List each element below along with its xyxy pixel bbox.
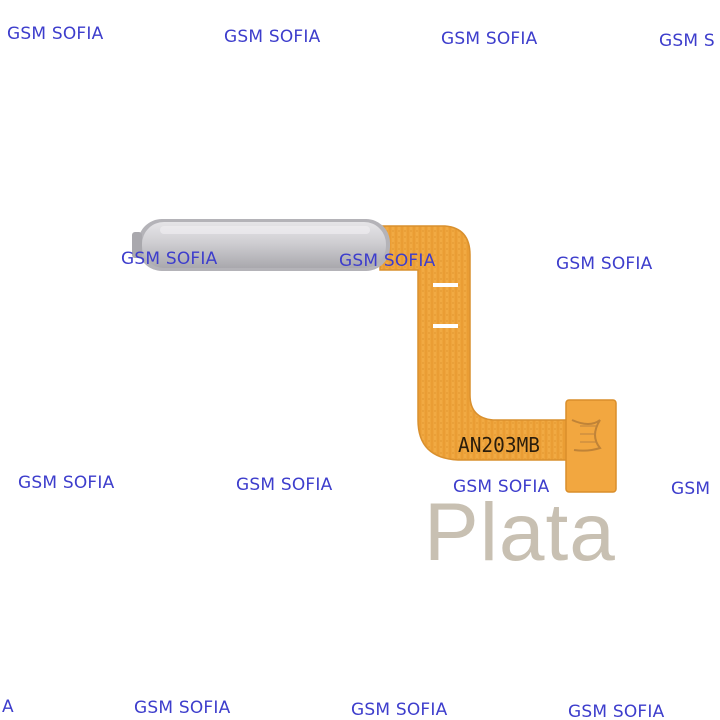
watermark: GSM SOFIA	[121, 249, 218, 269]
flex-marker-stripe	[433, 283, 458, 287]
flex-marker-stripe	[433, 324, 458, 328]
watermark-partial: GSM	[671, 479, 711, 499]
watermark: GSM SOFIA	[224, 27, 321, 47]
color-label: Plata	[424, 487, 616, 578]
watermark-partial: GSM S	[659, 31, 715, 51]
watermark-partial: A	[2, 697, 14, 717]
fingerprint-button	[132, 219, 390, 271]
flex-cable	[379, 225, 573, 461]
watermark: GSM SOFIA	[556, 254, 653, 274]
watermark: GSM SOFIA	[453, 477, 550, 497]
watermark: GSM SOFIA	[339, 251, 436, 271]
watermark: GSM SOFIA	[134, 698, 231, 718]
watermark: GSM SOFIA	[7, 24, 104, 44]
watermark: GSM SOFIA	[441, 29, 538, 49]
watermark: GSM SOFIA	[568, 702, 665, 720]
watermark: GSM SOFIA	[351, 700, 448, 720]
watermark: GSM SOFIA	[236, 475, 333, 495]
flex-part-code: AN203MB	[458, 433, 540, 457]
watermark: GSM SOFIA	[18, 473, 115, 493]
flex-connector	[565, 399, 617, 493]
